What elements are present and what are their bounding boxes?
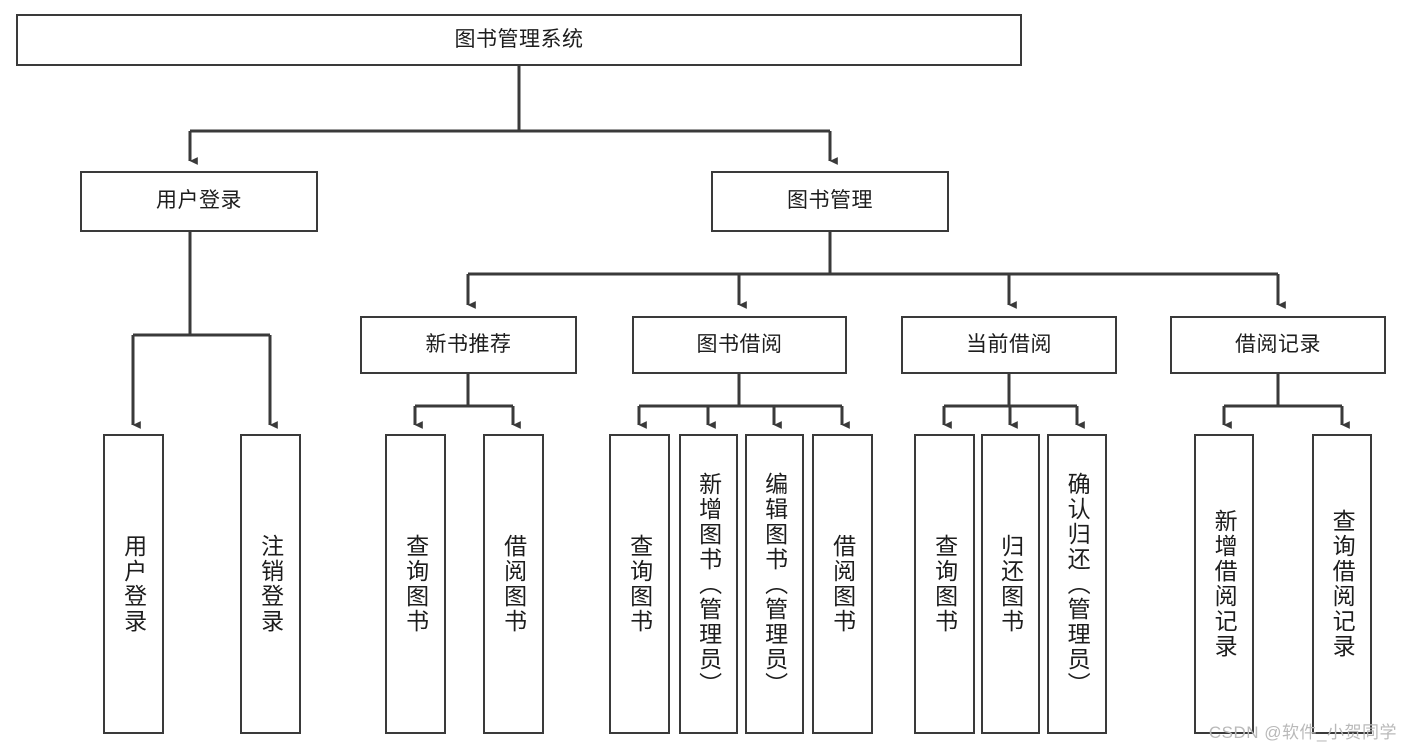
leaf-book-borrow-query[interactable]: 查询图书 — [609, 434, 670, 734]
node-new-book-recommend[interactable]: 新书推荐 — [360, 316, 577, 374]
watermark-text: CSDN @软件_小贺同学 — [1208, 723, 1397, 742]
leaf-new-book-query[interactable]: 查询图书 — [385, 434, 446, 734]
leaf-borrow-record-query[interactable]: 查询借阅记录 — [1312, 434, 1372, 734]
node-label: 编辑图书（管理员） — [761, 471, 788, 697]
node-label: 用户登录 — [156, 189, 242, 213]
leaf-book-borrow-add[interactable]: 新增图书（管理员） — [679, 434, 738, 734]
node-label: 图书管理系统 — [454, 27, 584, 51]
node-label: 图书管理 — [787, 189, 873, 213]
node-label: 图书借阅 — [696, 332, 783, 356]
leaf-current-borrow-return[interactable]: 归还图书 — [981, 434, 1040, 734]
node-label: 借阅图书 — [500, 534, 527, 634]
leaf-user-login-login[interactable]: 用户登录 — [103, 434, 164, 734]
node-user-login[interactable]: 用户登录 — [80, 171, 318, 232]
node-label: 查询借阅记录 — [1329, 509, 1356, 659]
node-label: 当前借阅 — [966, 332, 1052, 356]
node-label: 借阅图书 — [829, 534, 856, 634]
node-label: 新书推荐 — [425, 332, 512, 356]
node-book-management[interactable]: 图书管理 — [711, 171, 949, 232]
node-label: 查询图书 — [626, 534, 653, 634]
node-label: 注销登录 — [257, 534, 284, 634]
node-label: 归还图书 — [997, 534, 1024, 634]
node-current-borrow[interactable]: 当前借阅 — [901, 316, 1117, 374]
node-label: 查询图书 — [931, 534, 958, 634]
node-borrow-record[interactable]: 借阅记录 — [1170, 316, 1386, 374]
node-label: 用户登录 — [120, 534, 147, 634]
leaf-user-login-logout[interactable]: 注销登录 — [240, 434, 301, 734]
node-label: 确认归还（管理员） — [1064, 471, 1091, 697]
leaf-current-borrow-confirm[interactable]: 确认归还（管理员） — [1047, 434, 1107, 734]
leaf-book-borrow-edit[interactable]: 编辑图书（管理员） — [745, 434, 804, 734]
node-label: 查询图书 — [402, 534, 429, 634]
node-label: 新增借阅记录 — [1211, 509, 1238, 659]
leaf-new-book-borrow[interactable]: 借阅图书 — [483, 434, 544, 734]
node-book-borrow[interactable]: 图书借阅 — [632, 316, 847, 374]
leaf-current-borrow-query[interactable]: 查询图书 — [914, 434, 975, 734]
node-label: 借阅记录 — [1235, 332, 1321, 356]
node-label: 新增图书（管理员） — [695, 471, 722, 697]
node-root-system[interactable]: 图书管理系统 — [16, 14, 1022, 66]
leaf-book-borrow-borrow[interactable]: 借阅图书 — [812, 434, 873, 734]
leaf-borrow-record-add[interactable]: 新增借阅记录 — [1194, 434, 1254, 734]
